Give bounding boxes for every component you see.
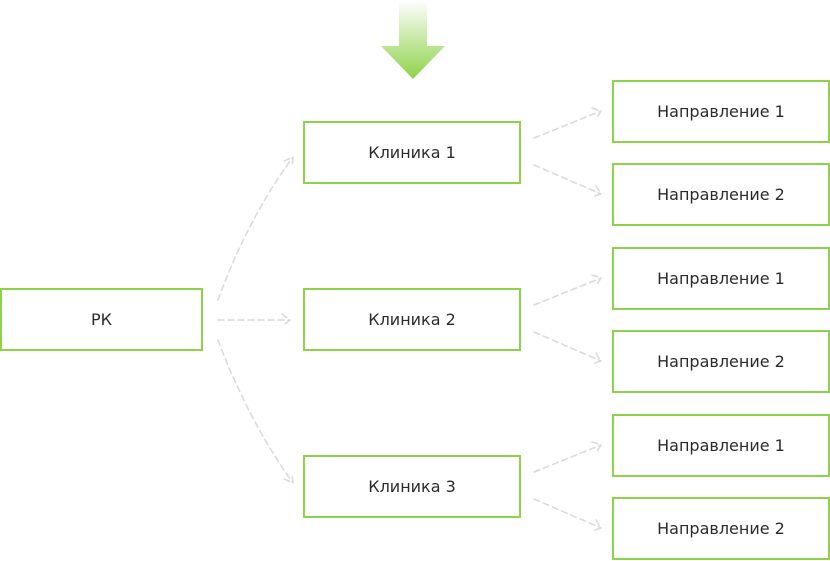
arrowhead-clinic-2-direction-1 (591, 274, 602, 287)
connector-clinic-1-direction-2 (533, 164, 602, 195)
arrowhead-clinic-2-direction-2 (591, 352, 602, 365)
arrowhead-root-clinic-2 (281, 313, 291, 327)
connector-clinic-1-direction-1 (533, 110, 602, 139)
clinic-node-label: Клиника 3 (368, 476, 456, 496)
direction-node-1-1: Направление 1 (612, 80, 830, 143)
arrowhead-root-clinic-1 (283, 156, 294, 168)
arrowhead-clinic-3-direction-1 (591, 441, 602, 454)
connector-root-clinic-3 (217, 339, 294, 484)
arrowhead-clinic-3-direction-2 (591, 519, 602, 532)
root-node: РК (0, 288, 203, 351)
direction-node-3-1: Направление 1 (612, 414, 830, 477)
direction-node-label: Направление 1 (657, 435, 785, 455)
connector-root-clinic-1 (217, 156, 294, 301)
clinic-node-3: Клиника 3 (303, 455, 521, 518)
connector-clinic-2-direction-1 (533, 277, 602, 306)
root-node-label: РК (90, 309, 112, 329)
down-arrow-icon (381, 0, 445, 79)
direction-node-label: Направление 2 (657, 184, 785, 204)
clinic-node-label: Клиника 2 (368, 309, 456, 329)
direction-node-label: Направление 2 (657, 518, 785, 538)
arrowhead-clinic-1-direction-2 (591, 185, 602, 198)
direction-node-3-2: Направление 2 (612, 497, 830, 560)
clinic-node-label: Клиника 1 (368, 142, 456, 162)
direction-node-2-1: Направление 1 (612, 247, 830, 310)
clinic-node-1: Клиника 1 (303, 121, 521, 184)
connector-clinic-3-direction-1 (533, 444, 602, 473)
direction-node-1-2: Направление 2 (612, 163, 830, 226)
connector-clinic-3-direction-2 (533, 498, 602, 529)
direction-node-2-2: Направление 2 (612, 330, 830, 393)
direction-node-label: Направление 2 (657, 351, 785, 371)
direction-node-label: Направление 1 (657, 101, 785, 121)
arrowhead-clinic-1-direction-1 (591, 107, 602, 120)
direction-node-label: Направление 1 (657, 268, 785, 288)
arrowhead-root-clinic-3 (283, 472, 294, 484)
clinic-node-2: Клиника 2 (303, 288, 521, 351)
connector-clinic-2-direction-2 (533, 331, 602, 362)
